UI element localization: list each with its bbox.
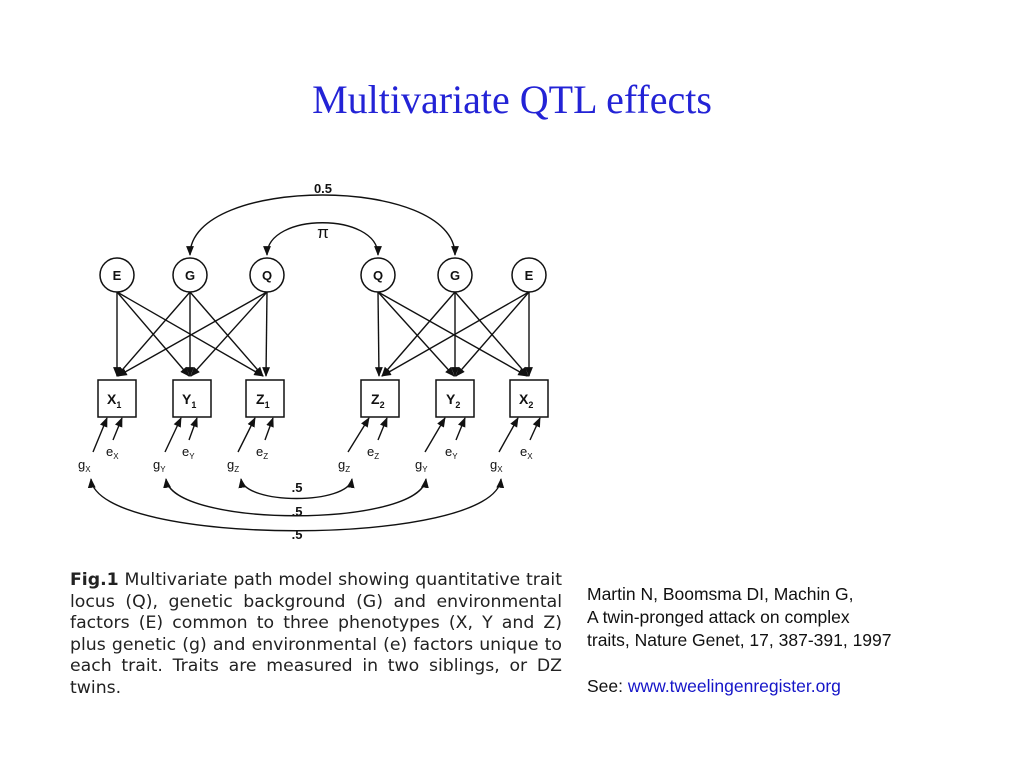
see-line: See: www.tweelingenregister.org bbox=[587, 675, 1007, 698]
g-label-z1: gZ bbox=[227, 457, 239, 474]
factor-q-left bbox=[249, 257, 285, 293]
gz-covariance-label: .5 bbox=[292, 480, 303, 495]
factor-q-right bbox=[360, 257, 396, 293]
slide-title: Multivariate QTL effects bbox=[312, 77, 712, 122]
e-label-x1: eX bbox=[106, 444, 119, 461]
factor-label-g-right: G bbox=[450, 268, 460, 283]
factor-e-left bbox=[99, 257, 135, 293]
e-label-z2: eZ bbox=[367, 444, 379, 461]
figure-caption: Fig.1 Multivariate path model showing qu… bbox=[70, 570, 562, 699]
residual-paths bbox=[92, 417, 541, 453]
trait-box-x2 bbox=[509, 379, 549, 418]
factor-g-right bbox=[437, 257, 473, 293]
trait-label-y1: Y1 bbox=[182, 391, 196, 410]
factor-label-e-left: E bbox=[113, 268, 122, 283]
g-label-x1: gX bbox=[78, 457, 91, 474]
factor-label-g-left: G bbox=[185, 268, 195, 283]
trait-label-y2: Y2 bbox=[446, 391, 460, 410]
factor-g-left bbox=[172, 257, 208, 293]
q-ibd-arc bbox=[263, 222, 382, 256]
trait-label-x2: X2 bbox=[519, 391, 533, 410]
g-label-y2: gY bbox=[415, 457, 428, 474]
see-label: See: bbox=[587, 676, 628, 696]
trait-box-z2 bbox=[360, 379, 400, 418]
trait-label-z1: Z1 bbox=[256, 391, 270, 410]
left-factor-paths bbox=[113, 291, 271, 377]
website-link[interactable]: www.tweelingenregister.org bbox=[627, 676, 841, 696]
gy-covariance-label: .5 bbox=[292, 504, 303, 519]
gy-covariance-arc bbox=[163, 478, 429, 517]
g-label-y1: gY bbox=[153, 457, 166, 474]
factor-label-q-right: Q bbox=[373, 268, 383, 283]
factor-e-right bbox=[511, 257, 547, 293]
trait-box-x1 bbox=[97, 379, 137, 418]
citation-line-1: Martin N, Boomsma DI, Machin G, bbox=[587, 584, 854, 604]
e-label-y1: eY bbox=[182, 444, 195, 461]
right-factor-paths bbox=[374, 291, 533, 377]
pi-label: π bbox=[317, 223, 329, 242]
gx-covariance-label: .5 bbox=[292, 527, 303, 542]
top-covariance-label: 0.5 bbox=[314, 181, 332, 196]
figure-caption-text: Multivariate path model showing quantita… bbox=[70, 570, 562, 698]
e-label-z1: eZ bbox=[256, 444, 268, 461]
g-label-z2: gZ bbox=[338, 457, 350, 474]
factor-label-q-left: Q bbox=[262, 268, 272, 283]
gx-covariance-arc bbox=[87, 478, 505, 532]
g-covariance-arc bbox=[186, 194, 459, 256]
trait-label-z2: Z2 bbox=[371, 391, 385, 410]
path-diagram: 0.5 E G Q Q G E π X1 Y1 Z1 Z2 Y2 X2 gX e… bbox=[78, 181, 549, 542]
citation-line-3: traits, Nature Genet, 17, 387-391, 1997 bbox=[587, 630, 892, 650]
figure-caption-lead: Fig.1 bbox=[70, 570, 119, 590]
e-label-y2: eY bbox=[445, 444, 458, 461]
citation-block: Martin N, Boomsma DI, Machin G, A twin-p… bbox=[587, 583, 1007, 698]
trait-box-y1 bbox=[172, 379, 212, 418]
trait-box-z1 bbox=[245, 379, 285, 418]
trait-label-x1: X1 bbox=[107, 391, 121, 410]
citation-line-2: A twin-pronged attack on complex bbox=[587, 607, 850, 627]
trait-box-y2 bbox=[435, 379, 475, 418]
e-label-x2: eX bbox=[520, 444, 533, 461]
g-label-x2: gX bbox=[490, 457, 503, 474]
factor-label-e-right: E bbox=[525, 268, 534, 283]
